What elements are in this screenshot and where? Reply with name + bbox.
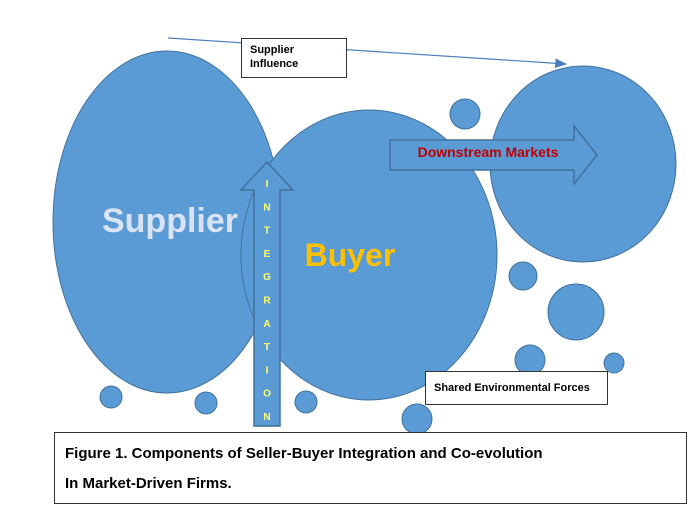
supplier-influence-box: Supplier Influence [241, 38, 347, 78]
integration-letter: N [263, 202, 270, 213]
integration-letter: R [263, 296, 271, 307]
integration-letter: I [266, 365, 269, 376]
shared-environmental-forces-label: Shared Environmental Forces [434, 382, 590, 394]
small-circle [401, 403, 433, 435]
small-circle [603, 352, 625, 374]
small-circle [449, 98, 481, 130]
integration-letter: A [263, 319, 270, 330]
integration-letter: T [264, 342, 270, 353]
supplier-influence-arrow [167, 37, 568, 69]
integration-label: I N T E G R A T I O N [263, 179, 271, 423]
supplier-influence-line: Supplier [250, 44, 295, 56]
integration-letter: O [263, 389, 271, 400]
caption-line: Figure 1. Components of Seller-Buyer Int… [65, 445, 543, 462]
buyer-label: Buyer [305, 237, 396, 273]
supplier-label: Supplier [102, 202, 238, 240]
shared-environmental-forces-box: Shared Environmental Forces [425, 371, 608, 405]
small-circle [547, 283, 605, 341]
integration-arrow [239, 160, 295, 427]
small-circle [294, 390, 318, 414]
downstream-markets-arrow [389, 123, 598, 187]
supplier-influence-line: Influence [250, 58, 299, 70]
buyer-circle [240, 109, 498, 401]
integration-letter: T [264, 226, 270, 237]
integration-letter: I [266, 179, 269, 190]
downstream-markets-label: Downstream Markets [418, 144, 559, 160]
integration-letter: N [263, 412, 270, 423]
figure-caption: Figure 1. Components of Seller-Buyer Int… [54, 432, 687, 504]
integration-letter: G [263, 272, 271, 283]
caption-line: In Market-Driven Firms. [65, 475, 232, 492]
small-circle [508, 261, 538, 291]
integration-letter: E [264, 249, 271, 260]
small-circle [194, 391, 218, 415]
small-circle [99, 385, 123, 409]
